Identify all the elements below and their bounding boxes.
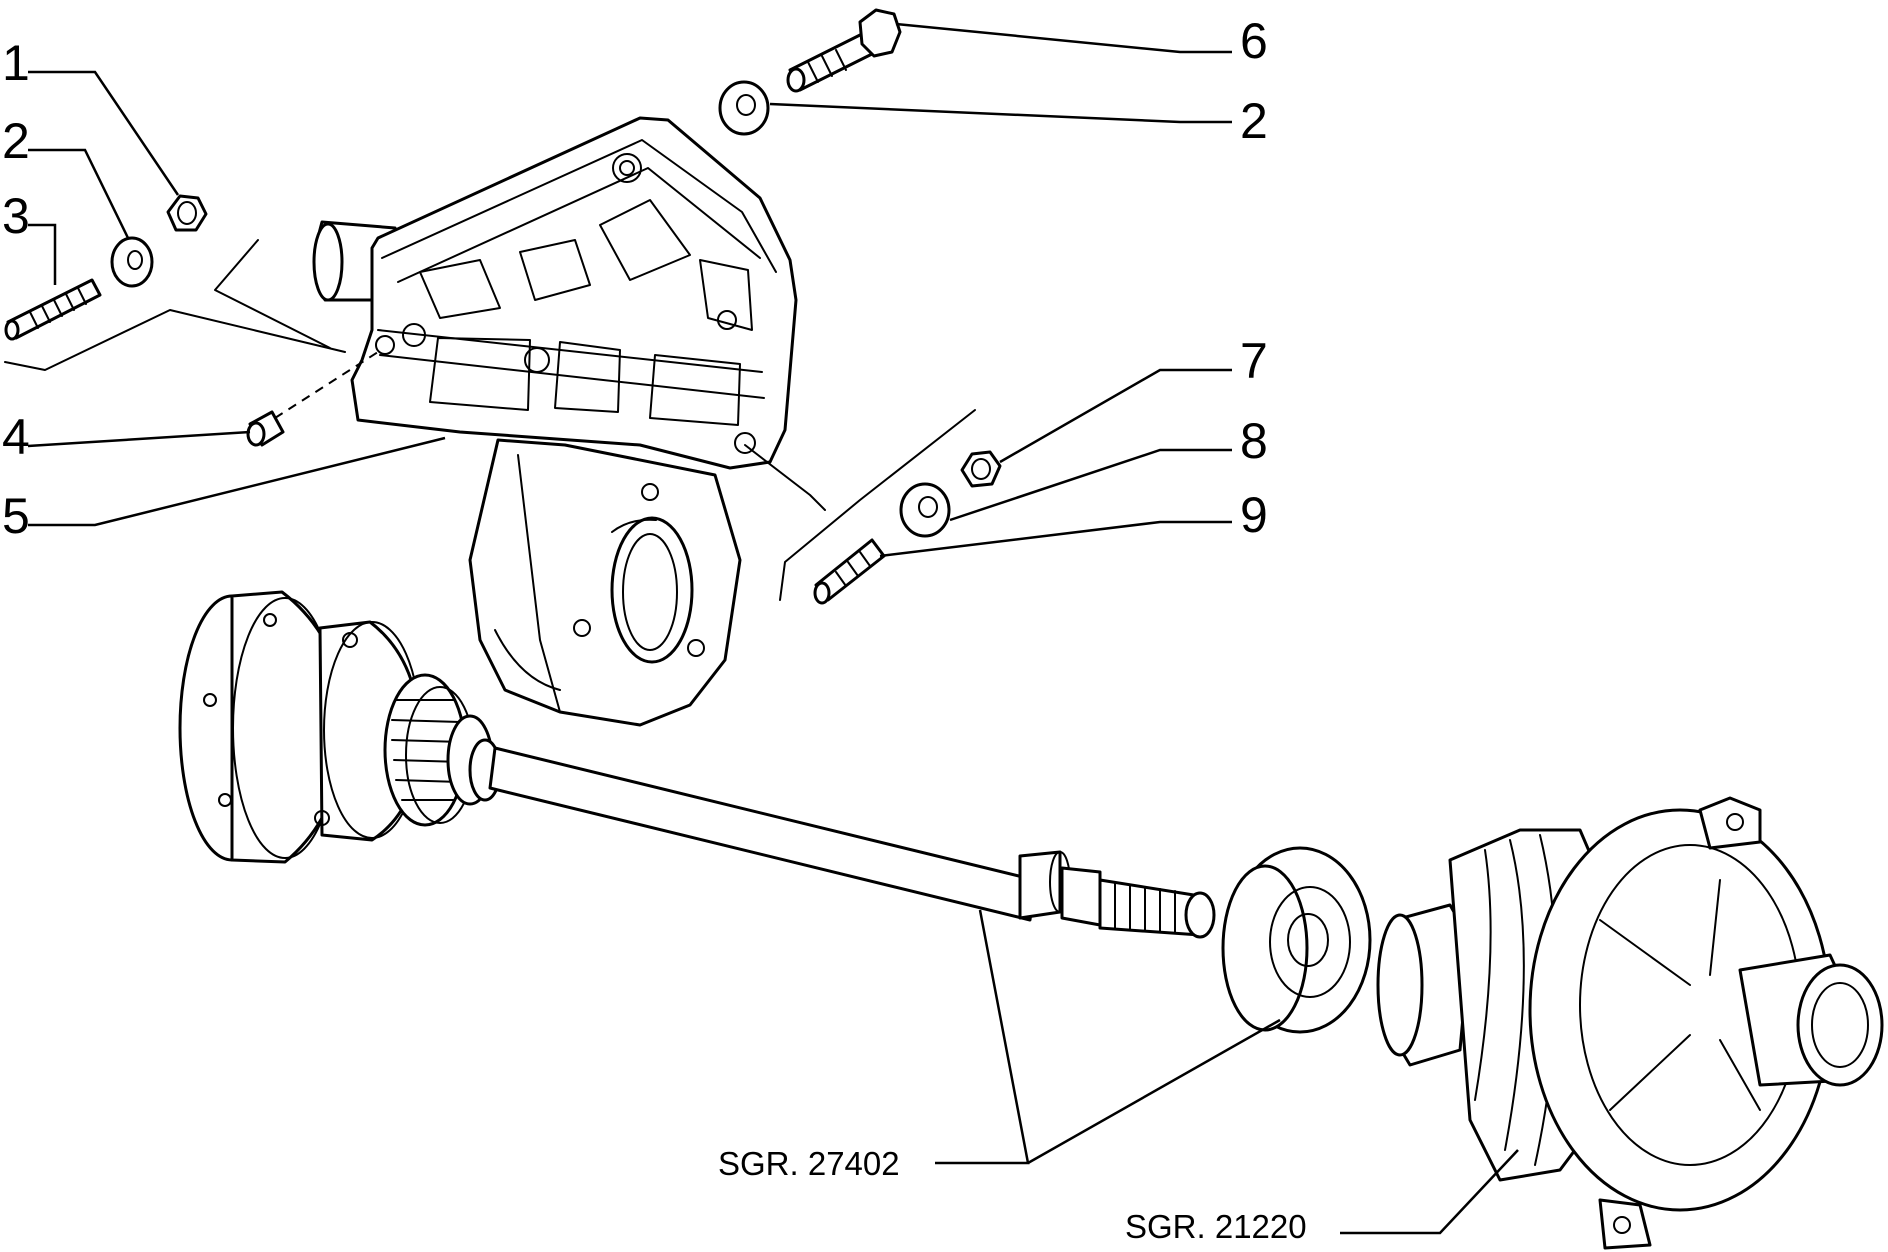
nut-7 xyxy=(960,450,1002,488)
callout-1: 1 xyxy=(2,35,30,91)
ref-differential-group: SGR. 21220 xyxy=(1125,1208,1307,1245)
support-bracket xyxy=(312,116,798,727)
callout-5: 5 xyxy=(2,488,30,544)
stud-3 xyxy=(4,278,102,341)
callout-2-left: 2 xyxy=(2,113,30,169)
stud-9 xyxy=(813,538,886,605)
oil-seal xyxy=(1221,846,1372,1034)
callout-6: 6 xyxy=(1240,13,1268,69)
ref-driveshaft-group: SGR. 27402 xyxy=(718,1145,900,1182)
differential-housing xyxy=(1376,796,1884,1250)
nut-1 xyxy=(166,194,208,232)
callout-4: 4 xyxy=(2,409,30,465)
dowel-pin-4 xyxy=(246,410,285,447)
callout-8: 8 xyxy=(1240,413,1268,469)
bolt-6 xyxy=(786,8,902,93)
washer-2-right xyxy=(718,80,770,136)
callout-7: 7 xyxy=(1240,333,1268,389)
callout-9: 9 xyxy=(1240,487,1268,543)
callout-3: 3 xyxy=(2,188,30,244)
callout-2-right: 2 xyxy=(1240,93,1268,149)
washer-2-left xyxy=(110,236,154,288)
driveshaft-assembly xyxy=(178,590,1216,939)
washer-8 xyxy=(899,482,951,538)
